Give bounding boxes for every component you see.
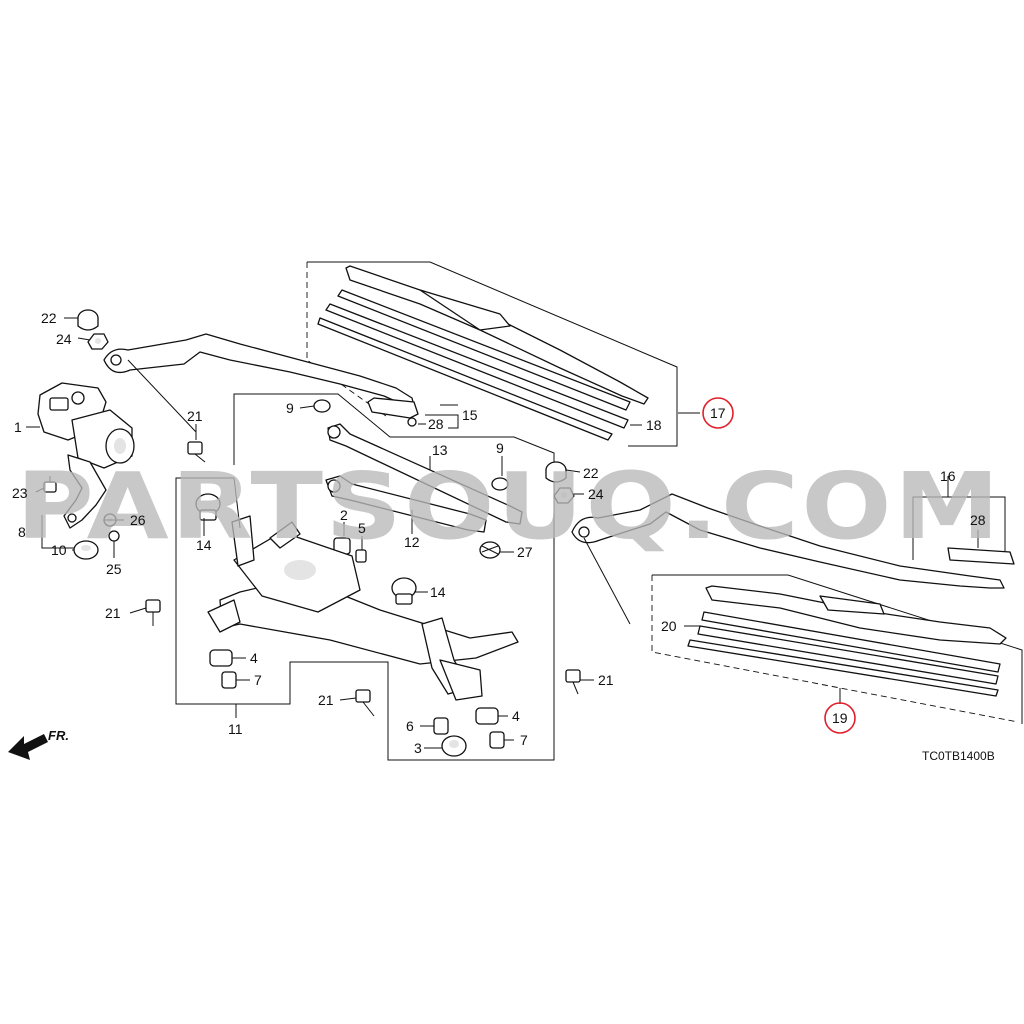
group-outline-passenger-blade <box>651 574 1023 724</box>
callout-22[interactable]: 22 <box>583 465 599 481</box>
pin-5 <box>355 549 367 563</box>
callout-25[interactable]: 25 <box>106 561 122 577</box>
group-outline-8 <box>41 515 80 549</box>
callout-8[interactable]: 8 <box>18 524 26 540</box>
callout-6[interactable]: 6 <box>406 718 414 734</box>
callout-11[interactable]: 11 <box>228 721 243 737</box>
callout-21[interactable]: 21 <box>318 692 334 708</box>
callout-14[interactable]: 14 <box>196 537 212 553</box>
nut-cap-22-left <box>77 309 99 331</box>
callout-12[interactable]: 12 <box>404 534 420 550</box>
callout-23[interactable]: 23 <box>12 485 28 501</box>
callout-22[interactable]: 22 <box>41 310 57 326</box>
group-outline-15 <box>425 404 459 429</box>
callout-24[interactable]: 24 <box>56 331 72 347</box>
cover-28-left <box>367 397 419 427</box>
pivot-14-right <box>391 577 417 605</box>
callout-18[interactable]: 18 <box>646 417 662 433</box>
pivot-14-left <box>195 493 221 521</box>
bolt-21-bottom <box>355 689 375 717</box>
bolt-21-right <box>565 669 581 695</box>
wiper-link-frame <box>207 515 519 701</box>
callout-19[interactable]: 19 <box>832 710 848 726</box>
link-rod-13 <box>327 423 523 525</box>
collar-7-right <box>489 731 505 749</box>
callout-16[interactable]: 16 <box>940 468 956 484</box>
callout-28[interactable]: 28 <box>428 416 444 432</box>
callout-20[interactable]: 20 <box>661 618 677 634</box>
leader-lines <box>26 317 979 749</box>
group-outline-driver-blade <box>306 261 678 447</box>
callout-5[interactable]: 5 <box>358 520 366 536</box>
cover-28-right <box>947 547 1015 565</box>
callout-21[interactable]: 21 <box>105 605 121 621</box>
watermark-text: PARTSOUQ.COM <box>16 453 1002 560</box>
link-rod-12 <box>325 475 487 533</box>
callout-21[interactable]: 21 <box>598 672 614 688</box>
callout-4[interactable]: 4 <box>512 708 520 724</box>
wiper-arm-passenger <box>571 493 1005 589</box>
callout-15[interactable]: 15 <box>462 407 478 423</box>
front-direction-label: FR. <box>48 728 69 743</box>
group-outline-arm-16 <box>912 476 1006 562</box>
callout-7[interactable]: 7 <box>520 732 528 748</box>
rubber-4-left <box>209 649 233 667</box>
callout-3[interactable]: 3 <box>414 740 422 756</box>
bolt-21-left <box>145 599 161 626</box>
bolt-23 <box>43 476 57 493</box>
group-outline-linkage <box>175 393 555 761</box>
front-direction-indicator: FR. <box>8 728 69 760</box>
callout-14[interactable]: 14 <box>430 584 446 600</box>
wiper-arm-driver <box>103 333 415 407</box>
drawing-code: TC0TB1400B <box>922 749 995 763</box>
bushing-27 <box>479 541 501 559</box>
callout-28[interactable]: 28 <box>970 512 986 528</box>
callout-17-highlight-ring <box>702 397 734 429</box>
bushing-3 <box>441 735 467 757</box>
grommet-9-lower <box>491 477 509 491</box>
wiper-motor <box>37 382 135 529</box>
callout-19-highlight-ring <box>824 702 856 734</box>
callout-26[interactable]: 26 <box>130 512 146 528</box>
callout-labels: 22 24 1 23 8 26 10 25 21 14 9 28 15 13 9… <box>12 310 986 756</box>
nut-24-right <box>553 487 575 504</box>
wiper-blade-passenger <box>687 585 1007 697</box>
callout-21[interactable]: 21 <box>187 408 203 424</box>
nut-24-left <box>87 333 109 350</box>
callout-2[interactable]: 2 <box>340 507 348 523</box>
bolt-21-top <box>187 441 206 463</box>
callout-27[interactable]: 27 <box>517 544 533 560</box>
wiper-blade-driver <box>317 265 649 441</box>
callout-4[interactable]: 4 <box>250 650 258 666</box>
callout-10[interactable]: 10 <box>51 542 67 558</box>
collar-7-left <box>221 671 237 689</box>
callout-1[interactable]: 1 <box>14 419 22 435</box>
collar-6 <box>433 717 449 735</box>
callout-9[interactable]: 9 <box>496 440 504 456</box>
rubber-4-right <box>475 707 499 725</box>
callout-17[interactable]: 17 <box>710 405 726 421</box>
front-arrow-icon <box>8 734 48 760</box>
callout-24[interactable]: 24 <box>588 486 604 502</box>
nut-cap-22-right <box>545 461 567 483</box>
callout-13[interactable]: 13 <box>432 442 448 458</box>
callout-7[interactable]: 7 <box>254 672 262 688</box>
callout-9[interactable]: 9 <box>286 400 294 416</box>
grommet-9-upper <box>313 399 331 413</box>
